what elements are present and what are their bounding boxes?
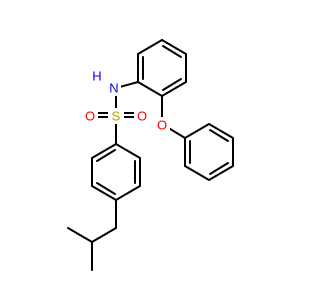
bond bbox=[91, 143, 117, 159]
atom-o-left-label: O bbox=[85, 109, 95, 124]
bond bbox=[208, 165, 234, 181]
atom-s-label: S bbox=[112, 109, 121, 124]
bond bbox=[137, 39, 163, 55]
double-bond-inner bbox=[209, 129, 229, 142]
bond bbox=[184, 123, 210, 139]
bond bbox=[91, 185, 117, 201]
atom-o-ether-label: O bbox=[157, 118, 167, 133]
double-bond-inner bbox=[162, 45, 182, 58]
bond-ch-to-ch3-a bbox=[67, 227, 93, 243]
atom-n-label: N bbox=[109, 81, 118, 96]
atom-o-right-label: O bbox=[137, 109, 147, 124]
atom-o-sulfonyl-right: O bbox=[134, 108, 150, 124]
bond bbox=[208, 123, 234, 139]
double-bond-inner bbox=[96, 182, 116, 195]
bond bbox=[161, 81, 187, 97]
double-bond-inner bbox=[96, 149, 116, 162]
double-bond-inner bbox=[209, 162, 229, 175]
bond bbox=[184, 165, 210, 181]
atom-s: S bbox=[108, 108, 124, 124]
atom-h: H bbox=[91, 69, 104, 84]
phenyl-ring-top bbox=[137, 39, 187, 97]
bond bbox=[137, 81, 163, 97]
bond bbox=[115, 143, 141, 159]
bond bbox=[115, 185, 141, 201]
atom-n: N bbox=[106, 81, 121, 96]
molecule-structure: N H S O O O bbox=[67, 39, 234, 271]
structure-canvas: N H S O O O bbox=[67, 39, 234, 271]
atom-o-sulfonyl-left: O bbox=[82, 108, 98, 124]
bond bbox=[161, 39, 187, 55]
atom-o-ether: O bbox=[154, 117, 170, 133]
phenyl-ring-phenoxy bbox=[184, 123, 234, 181]
atom-h-label: H bbox=[92, 69, 101, 84]
bond-ch2-to-ch bbox=[91, 227, 117, 243]
phenyl-ring-sulfonyl bbox=[91, 143, 141, 201]
double-bond-inner bbox=[162, 78, 182, 91]
